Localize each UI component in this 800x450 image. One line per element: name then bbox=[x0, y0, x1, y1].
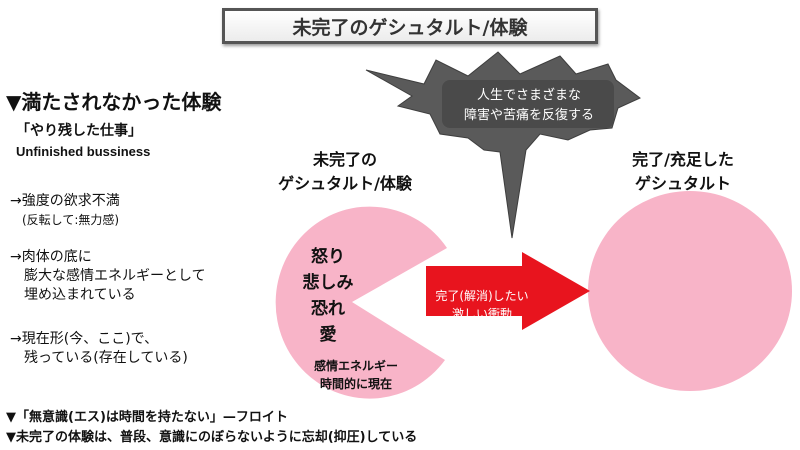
page-title: 未完了のゲシュタルト/体験 bbox=[222, 8, 598, 44]
unfinished-business-jp: 「やり残した仕事」 bbox=[16, 123, 142, 139]
point-1-line-2: (反転して:無力感) bbox=[10, 213, 120, 227]
unfinished-business-en: Unfinished bussiness bbox=[16, 144, 151, 159]
emotion-energy-label: 感情エネルギー 時間的に現在 bbox=[296, 357, 416, 393]
emotion-item: 悲しみ bbox=[302, 273, 354, 293]
emotion-item: 恐れ bbox=[311, 299, 345, 319]
incomplete-gestalt-label-line-2: ゲシュタルト/体験 bbox=[278, 174, 412, 193]
emotion-list: 怒り 悲しみ 恐れ 愛 bbox=[298, 244, 358, 348]
emotion-energy-line-2: 時間的に現在 bbox=[319, 377, 392, 391]
incomplete-gestalt-label: 未完了の ゲシュタルト/体験 bbox=[270, 148, 420, 196]
point-1: →強度の欲求不満 (反転して:無力感) bbox=[10, 192, 120, 230]
incomplete-gestalt-label-line-1: 未完了の bbox=[312, 150, 377, 169]
point-1-line-1: →強度の欲求不満 bbox=[10, 193, 120, 209]
complete-gestalt-label: 完了/充足した ゲシュタルト bbox=[598, 148, 768, 196]
section-heading: ▼満たされなかった体験 bbox=[6, 90, 222, 114]
emotion-item: 愛 bbox=[319, 325, 337, 345]
urge-label: 完了(解消)したい 激しい衝動 bbox=[428, 287, 536, 323]
footer-note-freud: ▼「無意識(エス)は時間を持たない」—フロイト bbox=[6, 410, 288, 425]
emotion-item: 怒り bbox=[311, 247, 345, 267]
point-3: →現在形(今、ここ)で、 残っている(存在している) bbox=[10, 330, 188, 368]
point-3-line-2: 残っている(存在している) bbox=[10, 350, 188, 366]
repeat-label: 人生でさまざまな 障害や苦痛を反復する bbox=[444, 86, 614, 126]
complete-gestalt-circle bbox=[588, 191, 792, 391]
point-2-line-2: 膨大な感情エネルギーとして bbox=[10, 268, 206, 284]
incomplete-gestalt-shape bbox=[275, 206, 447, 399]
repeat-label-line-2: 障害や苦痛を反復する bbox=[463, 108, 594, 123]
point-3-line-1: →現在形(今、ここ)で、 bbox=[10, 331, 159, 347]
repeat-label-plate bbox=[442, 80, 614, 128]
repeat-label-line-1: 人生でさまざまな bbox=[476, 88, 581, 103]
urge-label-line-1: 完了(解消)したい bbox=[435, 289, 529, 303]
urge-label-line-2: 激しい衝動 bbox=[451, 307, 512, 321]
complete-gestalt-label-line-2: ゲシュタルト bbox=[634, 174, 731, 193]
footer-note-repression: ▼未完了の体験は、普段、意識にのぼらないように忘却(抑圧)している bbox=[6, 430, 418, 445]
point-2-line-3: 埋め込まれている bbox=[10, 287, 136, 303]
point-2: →肉体の底に 膨大な感情エネルギーとして 埋め込まれている bbox=[10, 248, 206, 305]
emotion-energy-line-1: 感情エネルギー bbox=[313, 359, 398, 373]
complete-gestalt-label-line-1: 完了/充足した bbox=[632, 150, 734, 169]
repeat-burst-shape bbox=[365, 51, 641, 239]
urge-arrow bbox=[426, 252, 590, 330]
point-2-line-1: →肉体の底に bbox=[10, 249, 92, 265]
